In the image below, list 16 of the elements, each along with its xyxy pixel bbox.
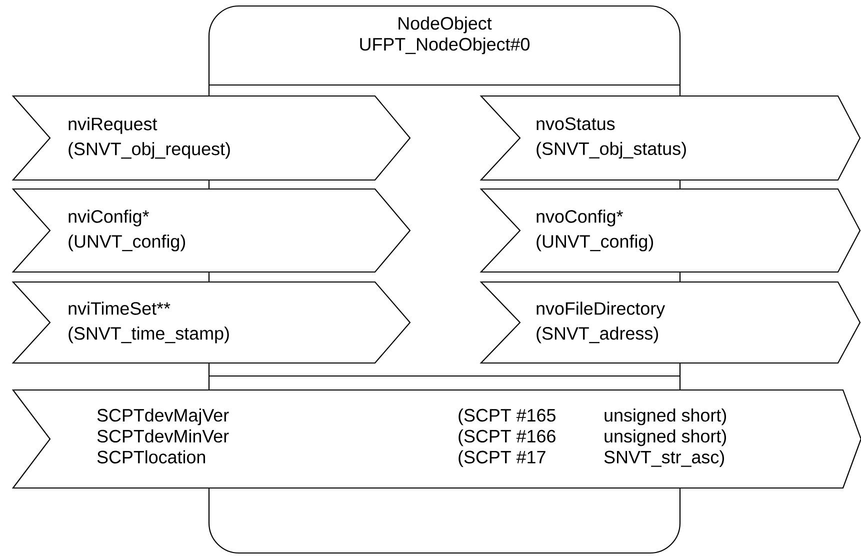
chevron-box: nviTimeSet** (SNVT_time_stamp): [12, 281, 411, 364]
node-label: (SCPT #17: [458, 450, 546, 468]
chevron-box: nvoStatus (SNVT_obj_status): [480, 95, 861, 181]
chevron-box: nviRequest (SNVT_obj_request): [12, 95, 411, 181]
node-label: (UNVT_config): [536, 234, 654, 252]
node-label: nvoConfig*: [536, 210, 623, 226]
node-label: (SNVT_adress): [536, 326, 658, 344]
node-label: nvoFileDirectory: [536, 302, 666, 318]
node-label: nvoStatus: [536, 117, 615, 130]
chevron-box: nvoFileDirectory (SNVT_adress): [480, 281, 861, 364]
node-label: (SCPT #165: [458, 408, 556, 426]
chevron-box: nvoConfig* (UNVT_config): [480, 188, 861, 273]
chevron-box: nviConfig* (UNVT_config): [12, 188, 411, 273]
node-label: (SCPT #166: [458, 429, 556, 446]
chevron-box: SCPTdevMajVer (SCPT #165 unsigned short) SCPTdevMinVer (SCPT #166 unsigned short) SCPTlocation (SCPT #17 SNVT_str_asc): [12, 389, 861, 489]
node-label: SCPTlocation: [97, 450, 206, 464]
